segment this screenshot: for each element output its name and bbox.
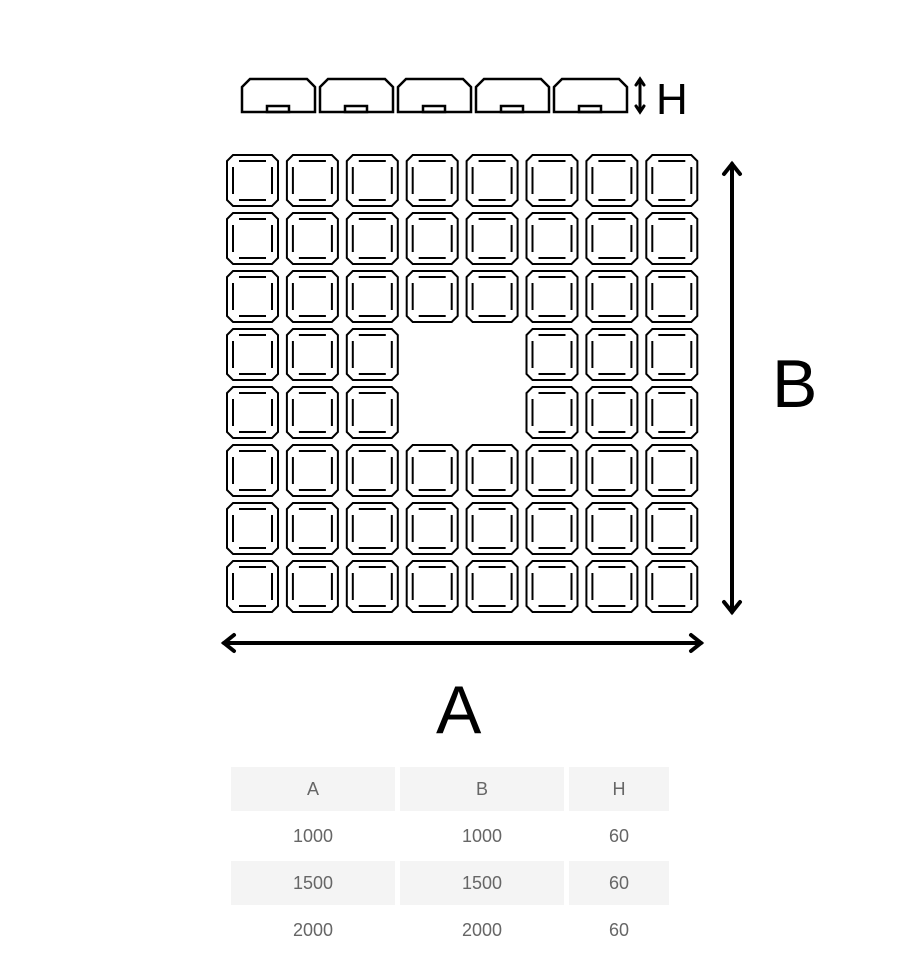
tile — [285, 212, 339, 265]
cell-b: 2000 — [461, 919, 503, 940]
tile — [285, 386, 339, 439]
header-b: B — [400, 767, 564, 811]
tile-profile — [396, 77, 473, 114]
top-view-tile-grid — [226, 154, 699, 613]
tile — [226, 154, 279, 207]
tile — [405, 270, 459, 323]
tile — [345, 386, 399, 439]
tile-profile — [318, 77, 395, 114]
tile — [465, 560, 519, 613]
length-b-label: B — [772, 346, 818, 422]
tile — [405, 444, 459, 497]
cell-a: 1000 — [292, 825, 334, 846]
tile — [645, 444, 699, 497]
cell-h: 60 — [569, 861, 669, 905]
tile — [585, 154, 639, 207]
tile — [345, 328, 399, 381]
tile-profile — [474, 77, 551, 114]
tile — [285, 270, 339, 323]
tile — [226, 328, 279, 381]
tile — [465, 502, 519, 555]
tile — [226, 444, 279, 497]
cell-b: 1000 — [461, 825, 503, 846]
tile — [645, 154, 699, 207]
tile — [285, 328, 339, 381]
tile-profile — [240, 77, 317, 114]
tile — [585, 270, 639, 323]
tile — [585, 328, 639, 381]
tile — [525, 154, 579, 207]
tile — [285, 154, 339, 207]
tile — [465, 444, 519, 497]
tile — [585, 560, 639, 613]
table-row: 1500 1500 60 — [231, 861, 669, 905]
tile — [226, 270, 279, 323]
tile — [226, 212, 279, 265]
tile — [645, 502, 699, 555]
tile — [465, 270, 519, 323]
tile — [525, 502, 579, 555]
b-dimension-arrow — [722, 160, 742, 616]
tile — [405, 502, 459, 555]
tile — [525, 270, 579, 323]
width-a-label: A — [436, 672, 482, 748]
tile — [285, 502, 339, 555]
tile — [345, 444, 399, 497]
tile — [226, 386, 279, 439]
tile — [585, 386, 639, 439]
cell-a: 2000 — [292, 919, 334, 940]
tile — [345, 270, 399, 323]
header-a: A — [231, 767, 395, 811]
tile — [585, 502, 639, 555]
tile — [345, 154, 399, 207]
tile — [525, 328, 579, 381]
cell-b: 1500 — [400, 861, 564, 905]
table-row: 1000 1000 60 — [231, 814, 669, 858]
tile — [525, 560, 579, 613]
tile — [345, 560, 399, 613]
tile — [345, 212, 399, 265]
tile — [226, 560, 279, 613]
table-row: 2000 2000 60 — [231, 908, 669, 952]
tile — [645, 212, 699, 265]
tile — [405, 212, 459, 265]
a-dimension-arrow — [220, 633, 705, 653]
tile — [645, 270, 699, 323]
cell-h: 60 — [608, 825, 630, 846]
table-header-row: A B H — [231, 767, 669, 811]
tile — [525, 212, 579, 265]
tile — [585, 444, 639, 497]
tile — [226, 502, 279, 555]
tile — [345, 502, 399, 555]
header-h: H — [569, 767, 669, 811]
tile — [285, 444, 339, 497]
tile — [645, 328, 699, 381]
height-label: H — [656, 75, 688, 124]
cell-h: 60 — [608, 919, 630, 940]
tile — [525, 444, 579, 497]
dimensions-table: A B H 1000 1000 60 1500 1500 60 2000 200… — [226, 764, 674, 955]
tile — [405, 154, 459, 207]
tile — [585, 212, 639, 265]
tile-profile — [552, 77, 629, 114]
tile — [465, 154, 519, 207]
tile — [645, 560, 699, 613]
cell-a: 1500 — [231, 861, 395, 905]
tile — [285, 560, 339, 613]
height-arrow — [634, 76, 646, 115]
tile — [405, 560, 459, 613]
tile — [465, 212, 519, 265]
tile — [525, 386, 579, 439]
side-profile-view — [240, 77, 629, 114]
tile — [645, 386, 699, 439]
